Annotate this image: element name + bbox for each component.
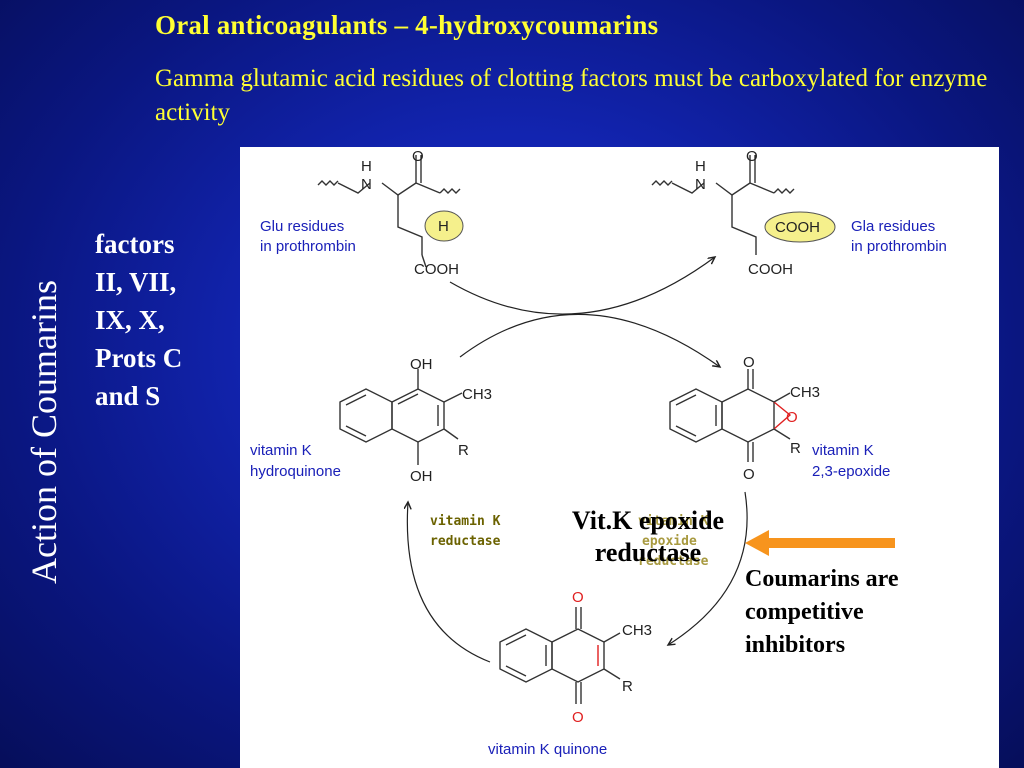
carbonyl-o-label: O [412, 148, 424, 165]
quinone-label: vitamin K quinone [488, 741, 607, 758]
quinone-structure: O O CH3 R vitamin K quinone [488, 589, 652, 758]
epoxide-o-label: O [786, 409, 798, 426]
r-label: R [458, 442, 469, 459]
vitamin-k-cycle-diagram: H N O H COOH Glu residues in prothrombin… [240, 147, 999, 768]
factors-line: Prots C [95, 343, 183, 373]
gla-structure: H N O COOH COOH Gla residues in prothrom… [651, 148, 947, 278]
factors-line: IX, X, [95, 305, 165, 335]
quinone-o-label: O [572, 709, 584, 726]
cooh-label: COOH [748, 261, 793, 278]
factors-line: and S [95, 381, 161, 411]
gla-label-line: in prothrombin [851, 238, 947, 255]
factors-line: II, VII, [95, 267, 177, 297]
epoxide-label-line: 2,3-epoxide [812, 463, 890, 480]
reductase-label-line: vitamin K [430, 514, 501, 529]
slide-subtitle: Gamma glutamic acid residues of clotting… [155, 65, 988, 126]
hydroquinone-label-line: hydroquinone [250, 463, 341, 480]
inhibitor-note-line: inhibitors [745, 632, 846, 658]
epoxide-label-line: vitamin K [812, 442, 874, 459]
inhibitor-note-line: Coumarins are [745, 566, 899, 592]
oh-label: OH [410, 356, 433, 373]
ch3-label: CH3 [462, 386, 492, 403]
cooh-highlight [764, 211, 836, 243]
overlay-line: reductase [594, 538, 702, 567]
n-label: N [361, 176, 372, 193]
ch3-label: CH3 [622, 622, 652, 639]
side-title: Action of Coumarins [24, 280, 64, 584]
cooh-label: COOH [414, 261, 459, 278]
nh-h-label: H [695, 158, 706, 175]
factors-list: factors II, VII, IX, X, Prots C and S [95, 225, 182, 415]
oh-label: OH [410, 468, 433, 485]
hydroquinone-label-line: vitamin K [250, 442, 312, 459]
overlay-line: Vit.K epoxide [571, 506, 725, 535]
epoxide-reductase-faint-line: epoxide [642, 534, 697, 549]
wavy-bond [317, 180, 339, 186]
inhibitor-note: Coumarins are competitive inhibitors [745, 563, 899, 662]
glu-label-line: in prothrombin [260, 238, 356, 255]
ch3-label: CH3 [790, 384, 820, 401]
h-highlight [424, 210, 464, 242]
epoxide-reductase-arrow [668, 491, 748, 645]
r-label: R [790, 440, 801, 457]
epoxide-structure: O O O CH3 R vitamin K 2,3-epoxide [669, 354, 890, 483]
reductase-label-line: reductase [430, 534, 501, 549]
nh-h-label: H [361, 158, 372, 175]
slide-title: Oral anticoagulants – 4-hydroxycoumarins [155, 10, 659, 40]
inhibitor-note-line: competitive [745, 599, 864, 625]
cooh-added-label: COOH [775, 219, 820, 236]
reductase-arrow [407, 502, 491, 663]
quinone-o-label: O [572, 589, 584, 606]
epoxide-reductase-faint-line: reductase [638, 554, 709, 569]
r-label: R [622, 678, 633, 695]
gla-label-line: Gla residues [851, 218, 935, 235]
epoxide-reductase-faint-line: vitamin K [638, 514, 709, 529]
glu-structure: H N O H COOH Glu residues in prothrombin [260, 148, 464, 278]
hydroquinone-structure: OH OH CH3 R vitamin K hydroquinone [250, 356, 492, 485]
factors-line: factors [95, 229, 175, 259]
h-label: H [438, 218, 449, 235]
carbonyl-o-label: O [743, 466, 755, 483]
oxidation-arrow [459, 313, 720, 367]
carbonyl-o-label: O [743, 354, 755, 371]
carbonyl-o-label: O [746, 148, 758, 165]
carboxylation-arrow [449, 257, 715, 315]
n-label: N [695, 176, 706, 193]
glu-label-line: Glu residues [260, 218, 344, 235]
diagram-svg: H N O H COOH Glu residues in prothrombin… [250, 148, 947, 758]
vit-k-epoxide-reductase-label: Vit.K epoxide reductase [548, 505, 748, 569]
inhibition-arrow-icon [745, 530, 895, 556]
